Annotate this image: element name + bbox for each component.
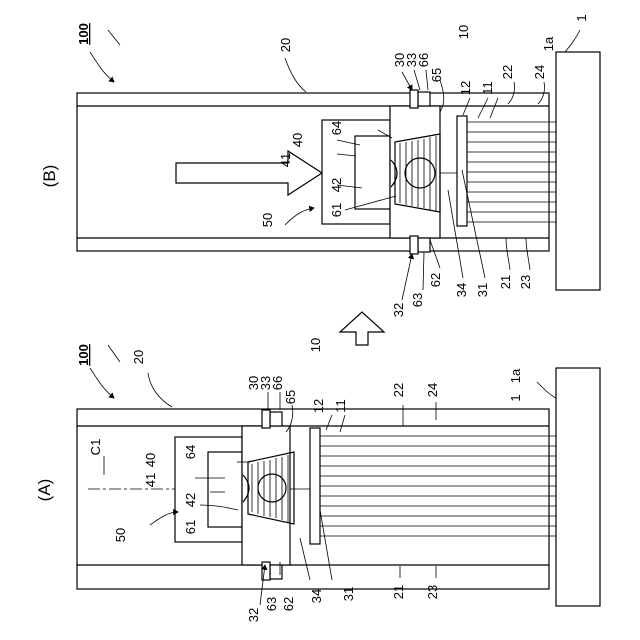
ref-10-b: 10 <box>456 25 471 39</box>
caption-a: (A) <box>35 479 54 502</box>
ref-24-b: 24 <box>532 65 547 79</box>
base-b <box>556 52 600 290</box>
ref-31-b: 31 <box>475 283 490 297</box>
ref-63-b: 63 <box>410 293 425 307</box>
ref-61-b: 61 <box>329 203 344 217</box>
ref-24-a: 24 <box>425 383 440 397</box>
ref-22-b: 22 <box>500 65 515 79</box>
caption-b: (B) <box>40 165 59 188</box>
ref-66-a: 66 <box>270 376 285 390</box>
ref-64-a: 64 <box>183 445 198 459</box>
ref-11-b: 11 <box>480 81 495 95</box>
ref-100-b: 100 <box>76 23 91 45</box>
ref-1-b: 1 <box>574 14 589 21</box>
ref-21-b: 21 <box>498 275 513 289</box>
ref-50-b: 50 <box>260 213 275 227</box>
ref-41-b: 41 <box>278 153 293 167</box>
ref-34-a: 34 <box>309 589 324 603</box>
ref-23-a: 23 <box>425 585 440 599</box>
ref-100-a: 100 <box>76 344 91 366</box>
base-a <box>556 368 600 606</box>
ref-11-a: 11 <box>333 399 348 413</box>
ref-20-a: 20 <box>131 350 146 364</box>
ref-12-b: 12 <box>458 81 473 95</box>
ref-c1-a: C1 <box>88 439 103 456</box>
ref-61-a: 61 <box>183 520 198 534</box>
panel-a: (A) 100 20 C1 40 41 42 61 64 50 30 33 66… <box>35 338 600 622</box>
ref-42-a: 42 <box>183 493 198 507</box>
ref-40-a: 40 <box>143 453 158 467</box>
ref-12-a: 12 <box>311 399 326 413</box>
inner-block-b <box>355 136 390 209</box>
ref-65-b: 65 <box>429 68 444 82</box>
ref-42-b: 42 <box>329 178 344 192</box>
ref-10-a: 10 <box>308 338 323 352</box>
inner-block-a <box>208 452 242 527</box>
ref-21-a: 21 <box>391 585 406 599</box>
ref-40-b: 40 <box>290 133 305 147</box>
ref-65-a: 65 <box>283 390 298 404</box>
ref-32-b: 32 <box>391 303 406 317</box>
ref-66-b: 66 <box>416 53 431 67</box>
ref-1-a: 1 <box>508 394 523 401</box>
ref-1a-b: 1a <box>541 36 556 51</box>
ref-1a-a: 1a <box>508 368 523 383</box>
ref-22-a: 22 <box>391 383 406 397</box>
panel-b: (B) 100 20 40 41 42 61 64 50 30 33 66 65… <box>40 14 600 317</box>
ref-50-a: 50 <box>113 528 128 542</box>
ref-31-a: 31 <box>341 587 356 601</box>
ref-23-b: 23 <box>518 275 533 289</box>
ref-32-a: 32 <box>246 608 261 622</box>
ref-63-a: 63 <box>264 597 279 611</box>
ref-62-a: 62 <box>281 597 296 611</box>
ref-64-b: 64 <box>329 121 344 135</box>
ref-34-b: 34 <box>454 283 469 297</box>
transition-arrow <box>340 312 384 345</box>
ref-20-b: 20 <box>278 38 293 52</box>
ref-62-b: 62 <box>428 273 443 287</box>
ref-41-a: 41 <box>143 473 158 487</box>
